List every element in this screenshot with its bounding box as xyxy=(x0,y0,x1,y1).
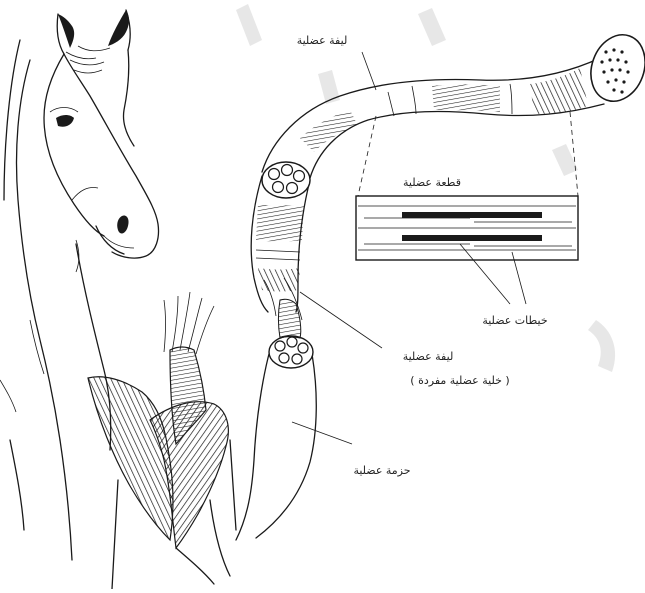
horse-left-ear xyxy=(58,14,74,48)
horse-right-ear xyxy=(108,10,129,46)
thick-filament-lower xyxy=(402,235,542,241)
label-muscle-bundle: حزمة عضلية xyxy=(353,464,410,477)
label-muscle-fiber: ليفة عضلية xyxy=(403,350,454,363)
shoulder-muscle-dissection xyxy=(88,292,236,589)
label-sarcomere: قطعة عضلية xyxy=(403,176,461,189)
horse-nostril xyxy=(117,215,128,233)
horse-eye xyxy=(56,115,74,127)
thick-filament-upper xyxy=(402,212,542,218)
muscle-fiber-segment xyxy=(251,162,310,312)
label-myofilaments: خيطات عضلية xyxy=(482,314,547,327)
myofibril-end-cap xyxy=(582,27,645,109)
sarcomere-detail xyxy=(356,112,578,260)
label-muscle-fiber-note: ( خلية عضلية مفردة ) xyxy=(410,374,509,387)
muscle-bundle xyxy=(236,278,316,540)
label-myofibril-top: ليفة عضلية xyxy=(297,34,348,47)
myofibril-strand xyxy=(262,27,645,178)
